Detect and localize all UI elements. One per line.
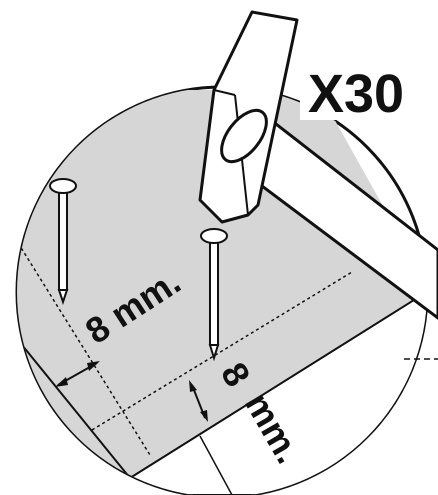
- guide-lines: [17, 237, 353, 456]
- quantity-badge: X30: [300, 58, 438, 124]
- nail-icon: [200, 228, 228, 362]
- nail-icon: [49, 178, 77, 306]
- multiplier-label: X30: [308, 64, 404, 124]
- hammer-icon: [198, 10, 438, 320]
